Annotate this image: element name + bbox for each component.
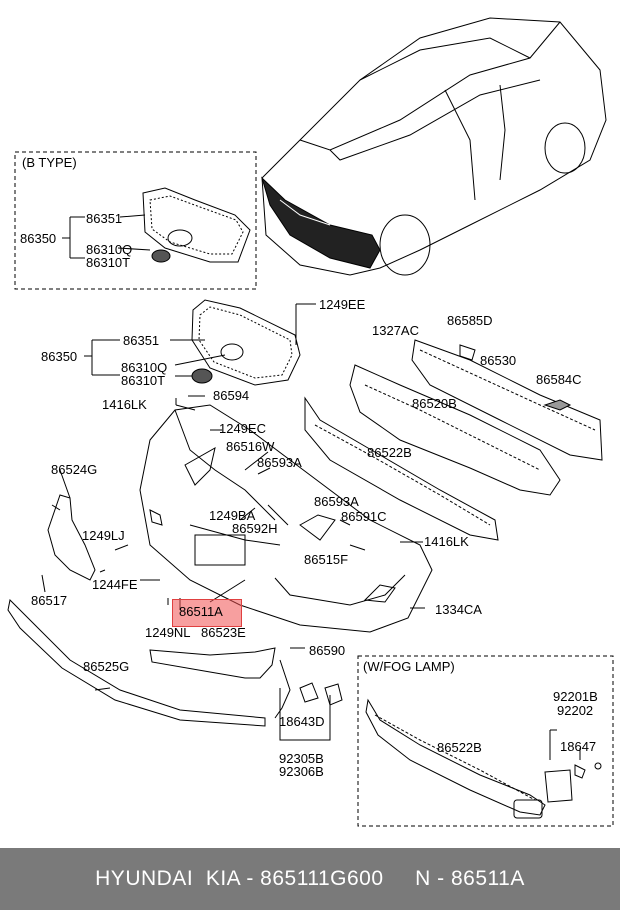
label-18647: 18647 [560, 739, 597, 754]
diagram-drawing [7, 17, 614, 827]
b-type-box [14, 151, 257, 290]
label-1244fe: 1244FE [92, 577, 138, 592]
label-92201b: 92201B [553, 689, 598, 704]
main-grille-leaders [84, 339, 226, 377]
label-86516w: 86516W [226, 439, 275, 454]
label-92305b: 92305B [279, 751, 324, 766]
side-bracket [47, 494, 96, 581]
label-86511a: 86511A [179, 604, 223, 619]
label-86592h: 86592H [232, 521, 278, 536]
label-1249ba: 1249BA [209, 508, 256, 523]
label-86350: 86350 [41, 349, 78, 364]
label-86351-btype: 86351 [86, 211, 123, 226]
label-86351: 86351 [123, 333, 160, 348]
label-1327ac: 1327AC [372, 323, 419, 338]
screw-1249ee [295, 303, 316, 345]
label-86350-btype: 86350 [20, 231, 57, 246]
label-1249ee: 1249EE [319, 297, 366, 312]
car-illustration [260, 17, 607, 276]
label-86530: 86530 [480, 353, 517, 368]
label-86525g: 86525G [83, 659, 130, 674]
b-type-leaders [62, 214, 151, 259]
label-86520b: 86520B [412, 396, 457, 411]
highlight-86511a [172, 599, 242, 627]
label-18643d: 18643D [279, 714, 325, 729]
label-86515f: 86515F [304, 552, 349, 567]
fog-lamp-box [357, 655, 614, 827]
label-86590: 86590 [309, 643, 346, 658]
label-1249nl: 1249NL [145, 625, 191, 640]
fog-lamp-title: (W/FOG LAMP) [363, 659, 455, 674]
label-86522b: 86522B [367, 445, 412, 460]
label-86593a-lower: 86593A [314, 494, 359, 509]
energy-absorber [349, 364, 561, 496]
label-92306b: 92306B [279, 764, 324, 779]
wiring [274, 659, 291, 719]
label-86310t: 86310T [121, 373, 166, 388]
label-86310q-btype: 86310Q [86, 242, 133, 257]
label-86593a-upper: 86593A [257, 455, 302, 470]
label-92202: 92202 [557, 703, 594, 718]
label-86584c: 86584C [536, 372, 582, 387]
bumper-cover [139, 404, 433, 633]
label-1416lk-lower: 1416LK [424, 534, 469, 549]
lower-strip [7, 598, 266, 727]
label-1249lj: 1249LJ [82, 528, 125, 543]
label-1334ca: 1334CA [435, 602, 482, 617]
label-1249ec: 1249EC [219, 421, 266, 436]
label-86585d: 86585D [447, 313, 493, 328]
label-86517: 86517 [31, 593, 68, 608]
label-86594: 86594 [213, 388, 250, 403]
lower-beam [304, 396, 499, 541]
label-1416lk-upper: 1416LK [102, 397, 147, 412]
label-86523e: 86523E [201, 625, 246, 640]
b-type-title: (B TYPE) [22, 155, 77, 170]
label-86310t-btype: 86310T [86, 255, 131, 270]
b-type-grille [142, 187, 251, 263]
label-86524g: 86524G [51, 462, 98, 477]
main-grille [191, 299, 301, 386]
label-86310q: 86310Q [121, 360, 168, 375]
parts-diagram: (B TYPE) (W/FOG LAMP) 86351 86350 86310Q… [7, 17, 614, 827]
reinforcement-beam [411, 339, 603, 461]
part-number-footer: HYUNDAI KIA - 865111G600 N - 86511A [0, 848, 620, 910]
label-86591c: 86591C [341, 509, 387, 524]
fog-cover [149, 647, 276, 679]
label-86522b-fog: 86522B [437, 740, 482, 755]
fog-lamp-parts [365, 698, 602, 819]
